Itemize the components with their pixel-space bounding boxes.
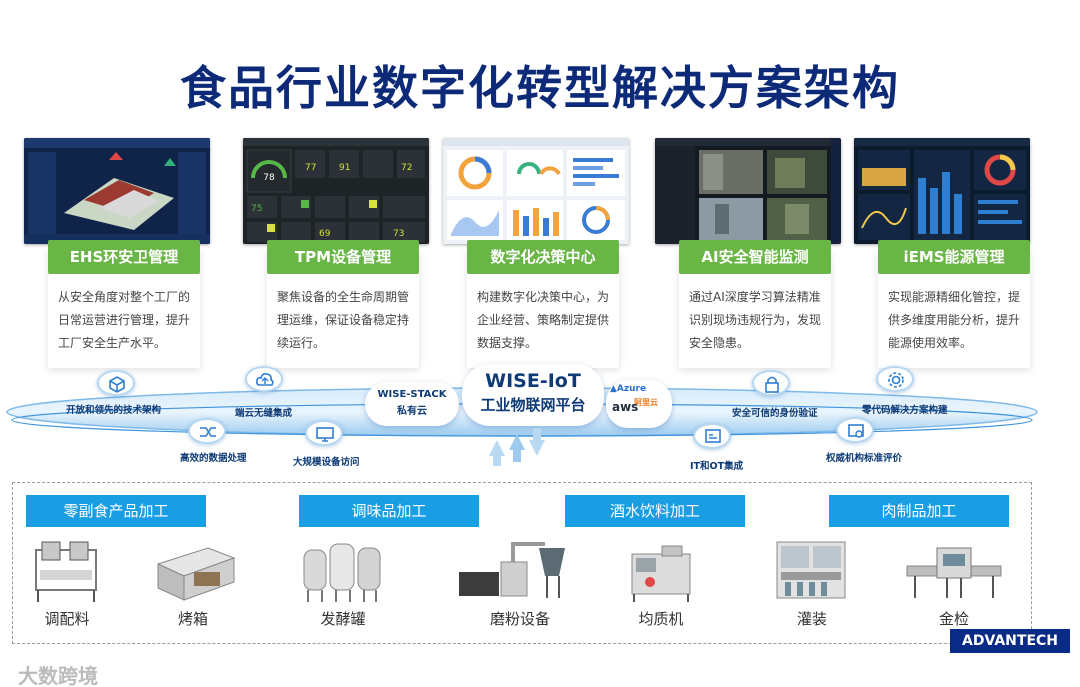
wise-stack-cloud: WISE-STACK 私有云 — [365, 382, 459, 426]
equipment-blending: 调配料 — [12, 536, 122, 634]
tpm-value-7: 73 — [393, 229, 404, 239]
homogenizer-image — [631, 545, 691, 602]
iems-card-desc: 实现能源精细化管控，提供多维度用能分析，提升能源使用效率。 — [888, 290, 1021, 350]
tpm-value-5: 75 — [251, 204, 262, 214]
azure-logo: ▲Azure — [610, 384, 647, 394]
public-cloud: ▲Azure 阿里云 aws — [606, 380, 672, 428]
equipment-label: 磨粉设备 — [489, 610, 550, 628]
tpm-value-3: 91 — [339, 163, 350, 173]
feature-it-ot: IT和OT集成 — [690, 461, 744, 472]
feature-zero-code: 零代码解决方案构建 — [862, 405, 948, 416]
lock-icon — [752, 370, 790, 396]
iems-card-title: iEMS能源管理 — [878, 240, 1030, 274]
azure-icon: ▲ — [610, 384, 617, 394]
ehs-card: EHS环安卫管理 从安全角度对整个工厂的日常运营进行管理，提升工厂安全生产水平。 — [48, 240, 200, 368]
wise-iot-title: WISE-IoT — [485, 370, 581, 392]
aws-logo: aws — [612, 400, 639, 414]
feature-edge-cloud: 端云无缝集成 — [235, 408, 293, 419]
decision-card-title: 数字化决策中心 — [467, 240, 619, 274]
solution-ai-safety: AI安全智能监测 通过AI深度学习算法精准识别现场违规行为，发现安全隐患。 — [655, 138, 841, 368]
solution-tpm: 78 77 91 72 75 69 73 TPM设备管理 — [243, 138, 429, 368]
wise-stack-subtitle: 私有云 — [397, 406, 427, 417]
equipment-label: 调配料 — [44, 610, 90, 628]
ai-card: AI安全智能监测 通过AI深度学习算法精准识别现场违规行为，发现安全隐患。 — [679, 240, 831, 368]
tpm-dashboard-screenshot: 78 77 91 72 75 69 73 — [243, 138, 429, 244]
wise-stack-title: WISE-STACK — [377, 389, 447, 400]
box-icon — [97, 370, 135, 396]
gear-icon — [876, 366, 914, 392]
feature-identity: 安全可信的身份验证 — [732, 408, 818, 419]
certificate-icon — [836, 417, 874, 443]
ehs-card-desc: 从安全角度对整个工厂的日常运营进行管理，提升工厂安全生产水平。 — [58, 290, 191, 350]
equipment-label: 金检 — [938, 610, 969, 628]
blending-machine-image — [35, 541, 97, 602]
feature-device-access: 大规模设备访问 — [293, 457, 360, 468]
watermark: 大数跨境 — [18, 664, 98, 687]
devices-icon — [305, 420, 343, 446]
equipment-label: 均质机 — [638, 610, 684, 628]
page-title: 食品行业数字化转型解决方案架构 — [180, 61, 900, 115]
it-ot-icon — [693, 423, 731, 449]
equipment-label: 灌装 — [796, 610, 827, 628]
equipment-filling: 灌装 — [757, 536, 867, 634]
ai-card-desc: 通过AI深度学习算法精准识别现场违规行为，发现安全隐患。 — [689, 290, 822, 350]
ehs-dashboard-screenshot — [24, 138, 210, 244]
process-section — [12, 482, 1032, 644]
wise-iot-cloud: WISE-IoT 工业物联网平台 — [462, 364, 604, 426]
decision-dashboard-screenshot — [443, 138, 629, 244]
tpm-value-2: 77 — [305, 163, 316, 173]
equipment-homogenizer: 均质机 — [606, 536, 716, 634]
decision-card: 数字化决策中心 构建数字化决策中心，为企业经营、策略制定提供数据支撑。 — [467, 240, 619, 368]
ai-monitoring-screenshot — [655, 138, 841, 244]
ai-card-title: AI安全智能监测 — [679, 240, 831, 274]
filling-machine-image — [776, 541, 846, 599]
aliyun-logo: 阿里云 — [634, 398, 658, 407]
milling-equipment-image — [459, 542, 565, 598]
feature-open-architecture: 开放和领先的技术架构 — [66, 405, 162, 416]
tpm-oee-value: 78 — [263, 173, 275, 183]
feature-certification: 权威机构标准评价 — [826, 453, 903, 464]
equipment-milling: 磨粉设备 — [455, 536, 585, 634]
solution-decision-center: 数字化决策中心 构建数字化决策中心，为企业经营、策略制定提供数据支撑。 — [443, 138, 629, 368]
tpm-card: TPM设备管理 聚焦设备的全生命周期管理运维，保证设备稳定持续运行。 — [267, 240, 419, 368]
tpm-card-title: TPM设备管理 — [267, 240, 419, 274]
shuffle-icon — [188, 418, 226, 444]
decision-card-desc: 构建数字化决策中心，为企业经营、策略制定提供数据支撑。 — [477, 290, 610, 350]
tpm-value-6: 69 — [319, 229, 331, 239]
tpm-card-desc: 聚焦设备的全生命周期管理运维，保证设备稳定持续运行。 — [277, 290, 410, 350]
iot-platform-band: 开放和领先的技术架构 高效的数据处理 端云无缝集成 大规模设备访问 IT和OT集… — [0, 364, 1080, 472]
equipment-label: 发酵罐 — [320, 610, 366, 628]
fermentation-tank-image — [303, 543, 381, 602]
category-seasoning-processing: 调味品加工 — [299, 495, 479, 527]
solution-iems: iEMS能源管理 实现能源精细化管控，提供多维度用能分析，提升能源使用效率。 — [854, 138, 1040, 368]
advantech-logo: ADVANTECH — [950, 629, 1070, 653]
iems-card: iEMS能源管理 实现能源精细化管控，提供多维度用能分析，提升能源使用效率。 — [878, 240, 1030, 368]
solution-ehs: EHS环安卫管理 从安全角度对整个工厂的日常运营进行管理，提升工厂安全生产水平。 — [24, 138, 210, 368]
equipment-label: 烤箱 — [177, 610, 208, 628]
data-flow-arrows — [489, 428, 545, 466]
category-beverage-processing: 酒水饮料加工 — [565, 495, 745, 527]
equipment-metal-detector: 金检 — [899, 536, 1009, 634]
category-meat-processing: 肉制品加工 — [829, 495, 1009, 527]
cloud-upload-icon — [245, 366, 283, 392]
ehs-card-title: EHS环安卫管理 — [48, 240, 200, 274]
equipment-oven: 烤箱 — [138, 536, 248, 634]
tpm-value-4: 72 — [401, 163, 412, 173]
metal-detector-image — [906, 547, 1002, 598]
iems-dashboard-screenshot — [854, 138, 1030, 244]
wise-iot-subtitle: 工业物联网平台 — [480, 396, 586, 414]
equipment-fermentation: 发酵罐 — [288, 536, 398, 634]
oven-image — [156, 547, 236, 601]
category-snack-processing: 零副食产品加工 — [26, 495, 206, 527]
feature-data-processing: 高效的数据处理 — [180, 453, 247, 464]
